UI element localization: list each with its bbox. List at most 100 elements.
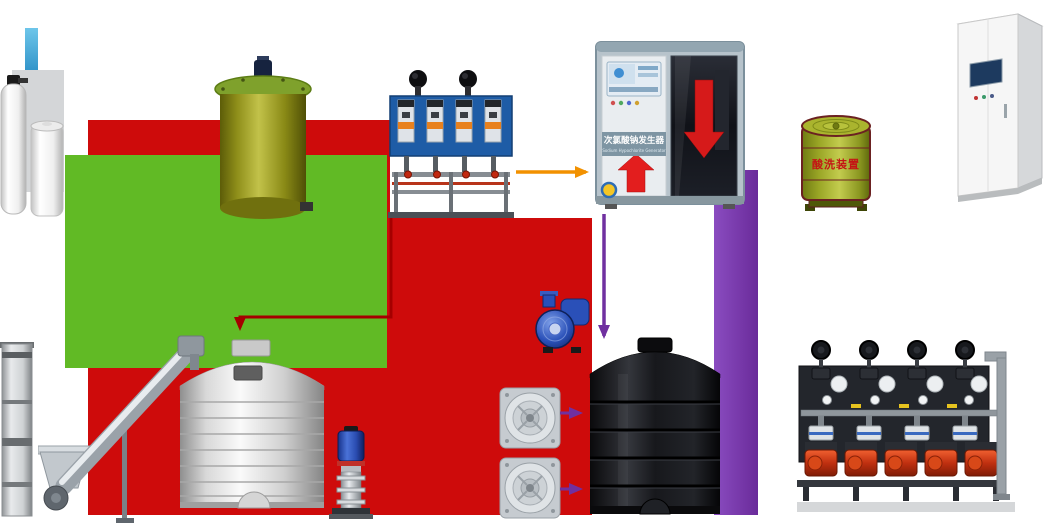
reactor-window — [670, 55, 738, 197]
feeder-band — [2, 482, 32, 487]
feeder-body — [1, 343, 33, 517]
screw-conveyor-graphic — [38, 335, 205, 523]
blower-fan-1 — [499, 387, 561, 449]
softener-resin-tank — [0, 75, 28, 215]
feeder-band — [2, 352, 32, 358]
volute-hub — [548, 322, 562, 336]
cabinet-base — [596, 196, 744, 204]
vertical-pump-graphic — [329, 426, 373, 519]
feeder-band — [2, 400, 32, 404]
transfer-pump — [531, 291, 595, 355]
fan-spokes — [517, 405, 543, 431]
metering-skid-graphic — [797, 340, 1015, 512]
purple-flow-column — [714, 170, 758, 515]
bolt — [551, 393, 555, 397]
yellow-valve-handle — [899, 404, 909, 408]
discharge-spout — [190, 354, 199, 370]
pipe-drops — [818, 416, 968, 426]
tank-shell — [590, 374, 720, 510]
bolt — [551, 439, 555, 443]
red-down-arrow — [683, 79, 725, 159]
pump-heads — [808, 425, 978, 441]
transfer-pump-graphic — [535, 291, 590, 353]
volute-rim — [542, 316, 568, 342]
cabinet-foot — [605, 204, 617, 209]
generator-subtitle: Sodium Hypochlorite Generator — [602, 148, 666, 153]
red-up-arrow — [617, 153, 655, 193]
manifold-pipe — [800, 409, 1002, 417]
bolt — [505, 463, 509, 467]
water-softener-graphic — [0, 70, 64, 217]
brand-logo — [600, 181, 618, 199]
bolt — [551, 463, 555, 467]
manway — [237, 491, 271, 509]
pump-motor — [337, 430, 365, 462]
riser-foot — [993, 494, 1010, 500]
softener-brine-tank — [30, 120, 64, 217]
hypochlorite-generator-cabinet: 次氯酸钠发生器 Sodium Hypochlorite Generator — [595, 40, 745, 212]
discharge-head — [177, 335, 205, 357]
electrical-control-cabinet — [952, 8, 1049, 204]
pulsation-dampeners — [830, 375, 988, 393]
tank-body — [220, 94, 306, 208]
pump-base — [332, 508, 370, 514]
base-frame — [797, 480, 1005, 487]
frame-legs — [803, 487, 999, 501]
blower-fan-2 — [499, 457, 561, 519]
stainless-silo-tank — [172, 336, 332, 522]
pressure-gauges — [822, 395, 974, 405]
flange — [336, 499, 366, 505]
coupling — [341, 466, 361, 472]
support-foot — [116, 518, 134, 523]
yellow-valve-handle — [851, 404, 861, 408]
tank-bottom — [220, 197, 306, 219]
acid-wash-label: 酸洗装置 — [812, 157, 860, 171]
bolt — [505, 439, 509, 443]
fan-spokes — [517, 475, 543, 501]
blue-title-marker — [25, 28, 38, 73]
riser-pipe — [996, 357, 1007, 495]
panel-buttons — [610, 100, 640, 106]
metering-pump-skid — [797, 340, 1015, 520]
chemical-mixing-tank — [210, 56, 315, 224]
top-box — [231, 339, 271, 357]
motor-hub — [51, 493, 61, 503]
metering-pumps-row — [804, 442, 998, 477]
inspection-hatch — [233, 365, 263, 381]
silo-tank-graphic — [179, 339, 325, 509]
generator-title: 次氯酸钠发生器 — [604, 134, 665, 146]
tank-shell — [180, 386, 324, 508]
inlet-flange — [540, 291, 558, 296]
screw-conveyor — [38, 334, 210, 524]
tank-outlet — [300, 202, 313, 211]
tank-ribs — [590, 400, 720, 489]
flange — [336, 475, 366, 481]
hmi-screen — [606, 61, 662, 97]
door-handle — [1004, 104, 1007, 118]
fan-graphic — [499, 387, 561, 449]
pulsation-dampeners — [409, 70, 477, 98]
globe-valves — [811, 340, 975, 380]
bolt — [551, 509, 555, 513]
conveyor-tube — [55, 343, 197, 495]
acid-wash-graphic: 酸洗装置 — [801, 115, 871, 211]
powder-feeder-column — [0, 342, 40, 524]
support-leg — [122, 430, 127, 522]
manway — [639, 498, 671, 515]
dosing-pump-skid — [388, 68, 514, 218]
water-softener-unit — [0, 62, 70, 222]
inlet-port — [542, 294, 556, 308]
tank-cap — [637, 337, 673, 353]
base-plate — [329, 514, 373, 519]
yellow-valve-handle — [947, 404, 957, 408]
skid-piping — [388, 156, 514, 218]
cabinet-top-strip — [596, 42, 744, 52]
pump-foot — [543, 347, 553, 353]
generator-cabinet-graphic: 次氯酸钠发生器 Sodium Hypochlorite Generator — [595, 41, 745, 209]
black-tank-graphic — [589, 337, 721, 515]
black-storage-tank — [584, 326, 726, 518]
bolt — [505, 509, 509, 513]
dosing-skid-graphic — [388, 70, 514, 218]
fan-graphic — [499, 457, 561, 519]
